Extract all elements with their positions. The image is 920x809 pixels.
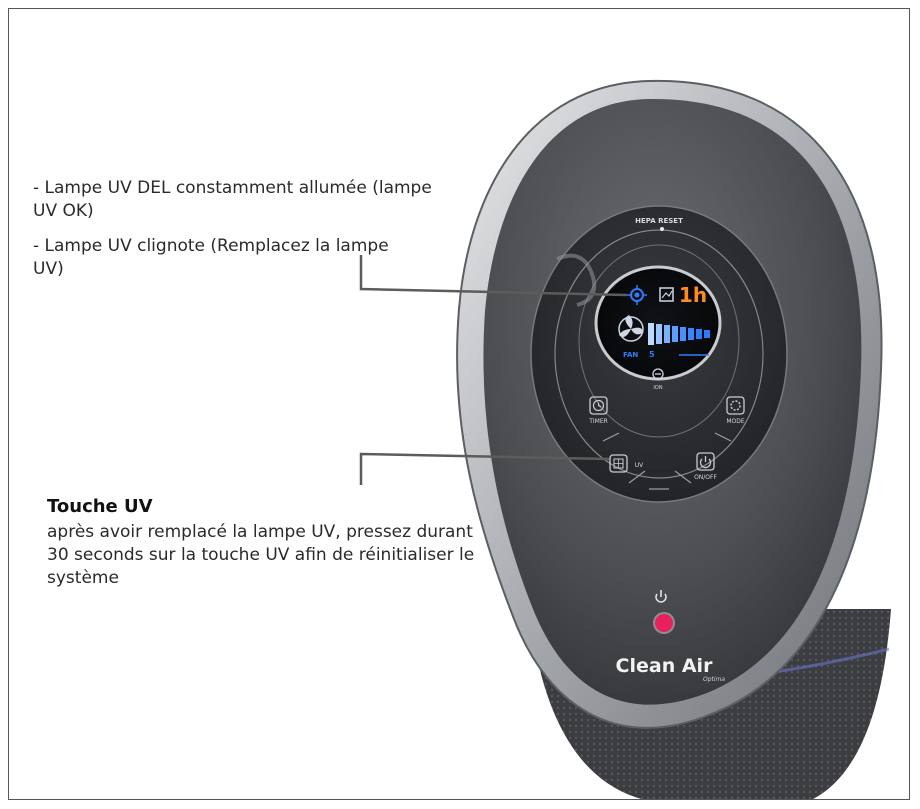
mode-button[interactable]: MODE [726,396,745,425]
power-indicator[interactable] [653,590,675,634]
page-frame: - Lampe UV DEL constamment allumée (lamp… [8,8,910,800]
note-uv-led-constant: - Lampe UV DEL constamment allumée (lamp… [33,178,432,221]
note-uv-led-blinking: - Lampe UV clignote (Remplacez la lampe … [33,236,389,279]
brand-logo: Clean Air [616,655,714,677]
uv-key-title: Touche UV [47,496,153,517]
mode-label: MODE [726,418,745,425]
air-purifier-illustration: HEPA RESET 1h [359,79,891,799]
hepa-reset-label: HEPA RESET [635,217,683,225]
on-off-button[interactable]: ON/OFF [694,452,717,481]
uv-lamp-indicator-icon [627,285,647,305]
uv-label: UV [635,462,644,469]
display-timer-digits: 1h [679,283,707,307]
uv-button[interactable]: UV [609,454,644,473]
uv-key-description: après avoir remplacé la lampe UV, presse… [47,522,475,588]
power-led [653,612,675,634]
ion-indicator-icon [652,368,664,380]
timer-button[interactable]: TIMER [588,396,608,425]
ion-label: ION [653,385,662,391]
fan-speed-bars [648,323,710,345]
fan-icon [618,315,644,342]
display-fan-speed: 5 [649,350,655,359]
onoff-label: ON/OFF [694,474,717,481]
display-fan-label: FAN [623,351,638,359]
callout-line-uv-button [359,452,610,485]
brand-tagline: Optima [703,676,725,683]
timer-label: TIMER [588,418,608,425]
callout-line-uv-led [359,255,628,297]
filter-indicator-icon [659,287,674,302]
